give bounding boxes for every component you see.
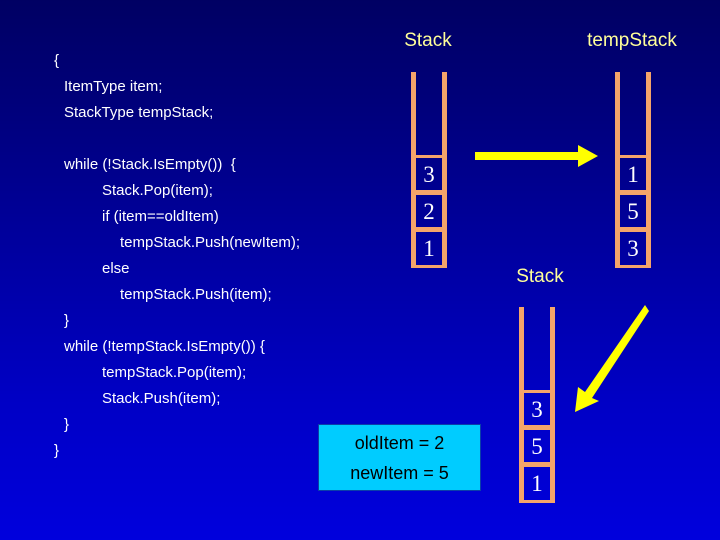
code-line: Stack.Push(item);: [102, 390, 221, 407]
note-line-olditem: oldItem = 2: [354, 432, 445, 453]
code-line: }: [54, 442, 60, 459]
code-line: {: [54, 52, 60, 69]
code-line: tempStack.Pop(item);: [102, 364, 247, 381]
code-line: while (!Stack.IsEmpty()) {: [64, 156, 236, 173]
code-line: while (!tempStack.IsEmpty()) {: [64, 338, 265, 355]
stack-label-temp: tempStack: [587, 30, 677, 51]
stack-cell: 3: [615, 229, 651, 268]
stack-cell: 3: [411, 155, 447, 193]
code-line: tempStack.Push(newItem);: [120, 234, 301, 251]
stack-cell: 3: [519, 390, 555, 428]
note-box-items: oldItem = 2 newItem = 5: [318, 424, 481, 491]
stack-cell: 2: [411, 192, 447, 230]
code-line: }: [64, 416, 70, 433]
code-line: Stack.Pop(item);: [102, 182, 213, 199]
stack-label-original: Stack: [404, 30, 452, 51]
code-line: StackType tempStack;: [64, 104, 214, 121]
code-line: if (item==oldItem): [102, 208, 219, 225]
code-listing: { ItemType item; StackType tempStack; wh…: [50, 48, 390, 464]
stack-cell: 1: [519, 464, 555, 503]
code-line-blank: [50, 126, 390, 152]
code-line: }: [64, 312, 70, 329]
code-line: else: [102, 260, 130, 277]
stack-label-result: Stack: [516, 266, 564, 287]
arrow-stack-to-tempstack-icon: [475, 145, 598, 167]
stack-cell: 5: [519, 427, 555, 465]
stack-cell: 1: [411, 229, 447, 268]
note-line-newitem: newItem = 5: [350, 462, 449, 483]
stack-cell: 5: [615, 192, 651, 230]
stack-result: 3 5 1: [519, 307, 555, 503]
stack-cell: 1: [615, 155, 651, 193]
arrow-tempstack-to-stack-icon: [575, 305, 649, 412]
code-line: tempStack.Push(item);: [120, 286, 272, 303]
stack-temp: 1 5 3: [615, 72, 651, 268]
stack-original: 3 2 1: [411, 72, 447, 268]
code-line: ItemType item;: [64, 78, 163, 95]
